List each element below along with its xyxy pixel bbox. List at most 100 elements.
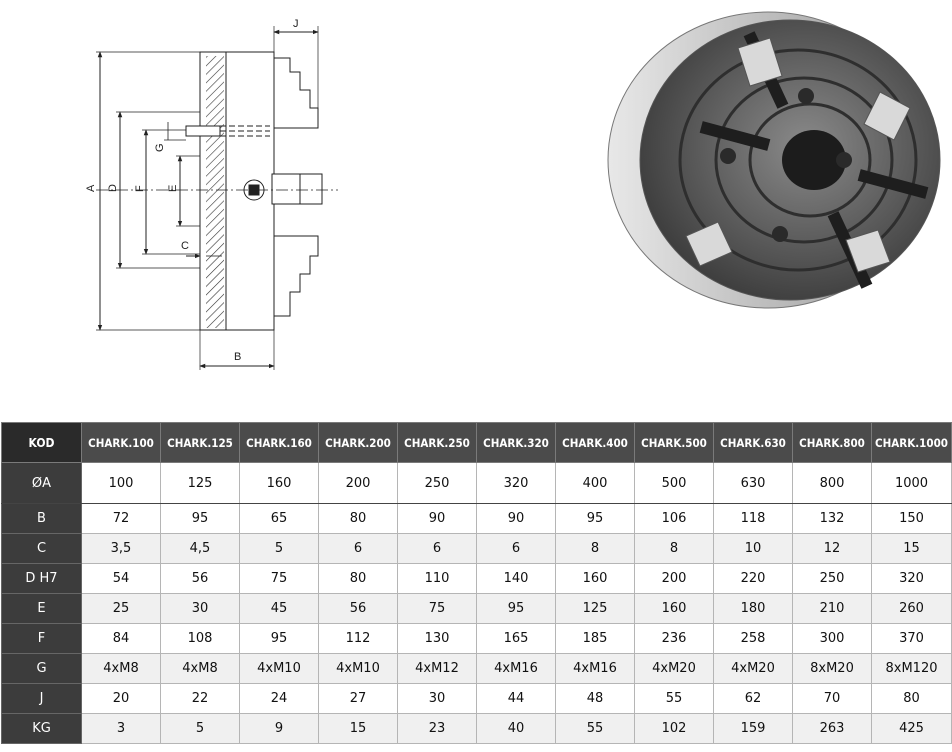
- table-cell: 4xM10: [318, 653, 398, 684]
- table-cell: 55: [634, 683, 714, 714]
- table-cell: 263: [792, 713, 872, 744]
- table-cell: 400: [555, 462, 635, 504]
- column-header: CHARK.320: [476, 422, 556, 463]
- table-cell: 160: [555, 563, 635, 594]
- table-cell: 102: [634, 713, 714, 744]
- table-cell: 300: [792, 623, 872, 654]
- table-cell: 125: [555, 593, 635, 624]
- table-cell: 55: [555, 713, 635, 744]
- technical-drawing: A D F G E C B J: [85, 18, 338, 370]
- table-cell: 4xM20: [634, 653, 714, 684]
- column-header: CHARK.630: [713, 422, 793, 463]
- table-cell: 90: [476, 503, 556, 534]
- table-cell: 12: [792, 533, 872, 564]
- dim-label-d: D: [107, 184, 119, 192]
- table-cell: 5: [239, 533, 319, 564]
- dim-label-b: B: [234, 351, 241, 363]
- table-cell: 118: [713, 503, 793, 534]
- column-header: CHARK.1000: [871, 422, 952, 463]
- table-cell: 25: [81, 593, 161, 624]
- row-label: D H7: [1, 563, 82, 594]
- table-cell: 260: [871, 593, 952, 624]
- table-cell: 140: [476, 563, 556, 594]
- table-cell: 165: [476, 623, 556, 654]
- table-cell: 4xM8: [81, 653, 161, 684]
- table-cell: 132: [792, 503, 872, 534]
- table-cell: 370: [871, 623, 952, 654]
- table-cell: 100: [81, 462, 161, 504]
- table-cell: 200: [318, 462, 398, 504]
- table-cell: 1000: [871, 462, 952, 504]
- table-cell: 84: [81, 623, 161, 654]
- table-cell: 236: [634, 623, 714, 654]
- row-label: F: [1, 623, 82, 654]
- row-label: ØA: [1, 462, 82, 504]
- table-cell: 4xM8: [160, 653, 240, 684]
- row-label: E: [1, 593, 82, 624]
- table-cell: 425: [871, 713, 952, 744]
- table-cell: 54: [81, 563, 161, 594]
- table-cell: 4xM16: [555, 653, 635, 684]
- row-label: C: [1, 533, 82, 564]
- table-cell: 130: [397, 623, 477, 654]
- dim-label-a: A: [85, 184, 97, 192]
- row-label: G: [1, 653, 82, 684]
- column-header: CHARK.160: [239, 422, 319, 463]
- column-header: CHARK.125: [160, 422, 240, 463]
- table-cell: 800: [792, 462, 872, 504]
- table-cell: 160: [239, 462, 319, 504]
- table-cell: 40: [476, 713, 556, 744]
- spec-table: KOD CHARK.100 CHARK.125 CHARK.160 CHARK.…: [1, 422, 952, 744]
- table-cell: 6: [318, 533, 398, 564]
- table-cell: 62: [713, 683, 793, 714]
- dim-label-e: E: [167, 185, 179, 192]
- column-header: CHARK.200: [318, 422, 398, 463]
- row-label: J: [1, 683, 82, 714]
- table-cell: 10: [713, 533, 793, 564]
- table-cell: 180: [713, 593, 793, 624]
- table-cell: 15: [871, 533, 952, 564]
- table-cell: 30: [397, 683, 477, 714]
- chuck-photo: [607, 11, 941, 309]
- table-cell: 200: [634, 563, 714, 594]
- table-cell: 6: [476, 533, 556, 564]
- table-cell: 95: [555, 503, 635, 534]
- table-cell: 3,5: [81, 533, 161, 564]
- dim-label-j: J: [293, 18, 299, 30]
- table-cell: 65: [239, 503, 319, 534]
- table-cell: 8: [634, 533, 714, 564]
- column-header: CHARK.400: [555, 422, 635, 463]
- table-cell: 75: [239, 563, 319, 594]
- table-cell: 210: [792, 593, 872, 624]
- column-header: CHARK.800: [792, 422, 872, 463]
- table-cell: 80: [318, 563, 398, 594]
- table-cell: 160: [634, 593, 714, 624]
- table-cell: 4xM10: [239, 653, 319, 684]
- table-cell: 4xM20: [713, 653, 793, 684]
- table-cell: 320: [871, 563, 952, 594]
- table-cell: 95: [476, 593, 556, 624]
- table-cell: 45: [239, 593, 319, 624]
- table-cell: 8xM120: [871, 653, 952, 684]
- table-cell: 250: [792, 563, 872, 594]
- dim-label-g: G: [154, 143, 166, 152]
- column-header: CHARK.500: [634, 422, 714, 463]
- dim-label-f: F: [134, 185, 146, 192]
- table-cell: 500: [634, 462, 714, 504]
- table-cell: 125: [160, 462, 240, 504]
- table-cell: 4,5: [160, 533, 240, 564]
- header-kod: KOD: [1, 422, 82, 463]
- table-cell: 70: [792, 683, 872, 714]
- table-cell: 6: [397, 533, 477, 564]
- table-cell: 56: [318, 593, 398, 624]
- table-cell: 30: [160, 593, 240, 624]
- table-cell: 15: [318, 713, 398, 744]
- table-cell: 95: [239, 623, 319, 654]
- table-cell: 44: [476, 683, 556, 714]
